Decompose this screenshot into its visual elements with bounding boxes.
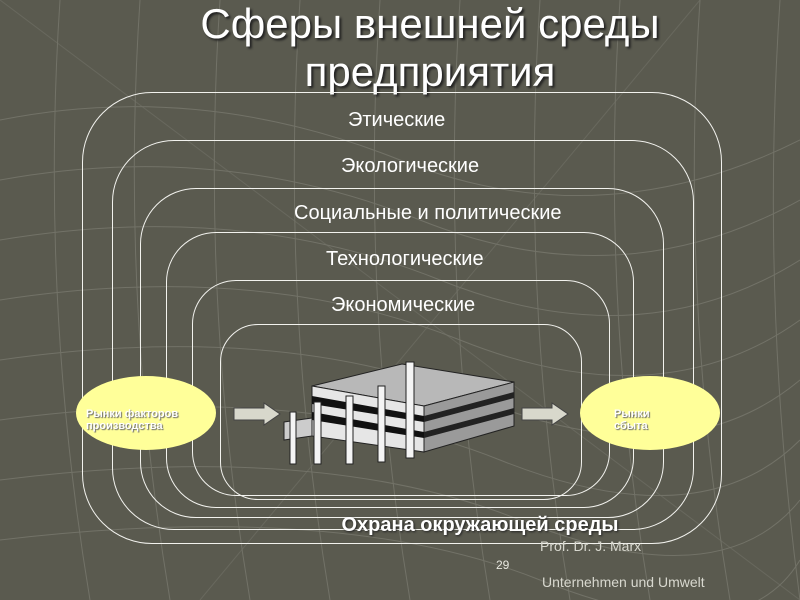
right-market-label: Рынки сбыта <box>614 408 650 432</box>
frame-technological <box>166 232 634 508</box>
slide-title: Сферы внешней среды предприятия <box>0 0 800 96</box>
level-technological: Технологические <box>326 248 484 270</box>
level-social-political: Социальные и политические <box>294 202 562 224</box>
left-market-label-line2: производства <box>86 420 163 432</box>
right-market-label-line2: сбыта <box>614 420 648 432</box>
level-ethical: Этические <box>348 109 446 131</box>
frame-ecological <box>112 140 694 530</box>
left-market-oval <box>76 376 216 450</box>
footer-course: Unternehmen und Umwelt <box>542 574 705 590</box>
right-arrow-icon <box>521 402 569 426</box>
factory-building-icon <box>283 361 515 465</box>
page-number: 29 <box>496 558 510 572</box>
level-economic: Экономические <box>331 294 476 316</box>
level-ecological: Экологические <box>341 155 480 177</box>
frame-ethical <box>82 92 722 544</box>
environment-protection-label: Охрана окружающей среды <box>341 514 619 536</box>
frame-social-political <box>140 188 664 518</box>
left-market-label-line1: Рынки факторов <box>86 408 179 420</box>
footer-author: Prof. Dr. J. Marx <box>540 538 642 554</box>
right-market-oval <box>580 376 720 450</box>
right-market-label-line1: Рынки <box>614 408 650 420</box>
left-market-label: Рынки факторов производства <box>86 408 178 432</box>
right-arrow-icon <box>233 402 281 426</box>
slide-title-line2: предприятия <box>304 48 556 95</box>
slide-title-line1: Сферы внешней среды <box>200 0 660 47</box>
